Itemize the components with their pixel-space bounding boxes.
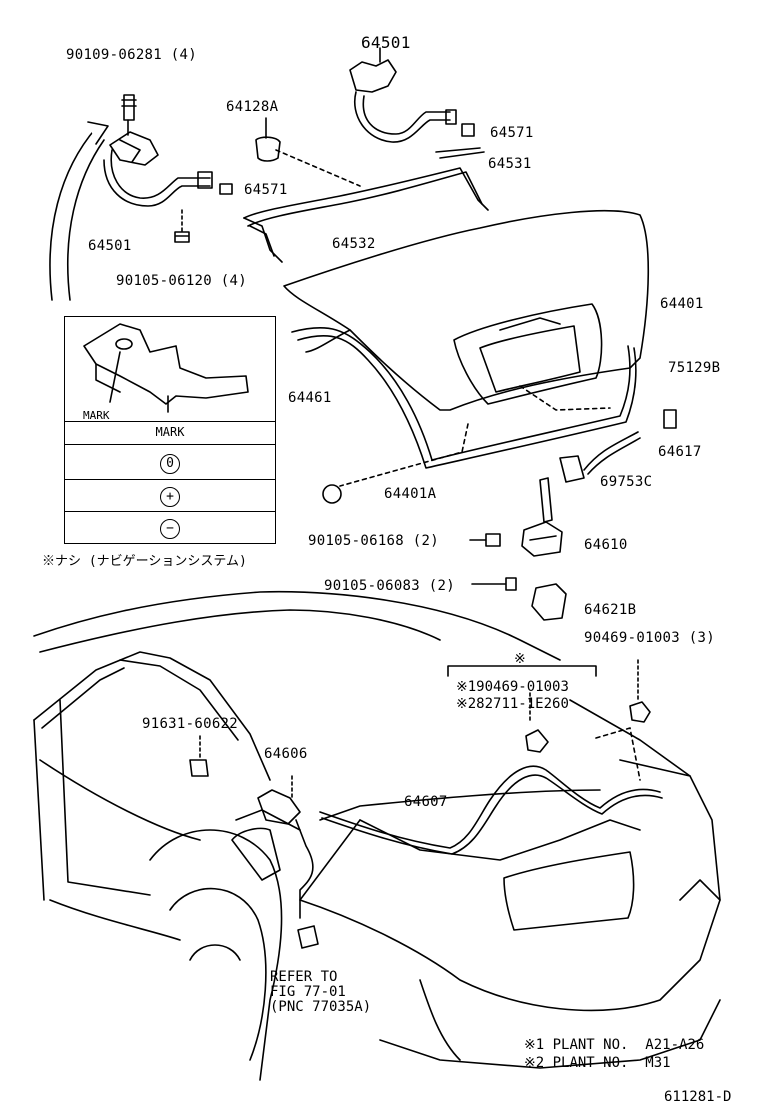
- label-64401: 64401: [660, 296, 704, 312]
- label-64571-right: 64571: [490, 125, 534, 141]
- mark-inset: MARK MARK 0 + −: [64, 316, 276, 544]
- release-cable: [319, 659, 663, 855]
- hinge-left-shape: [103, 94, 213, 207]
- luggage-lid: [283, 209, 650, 411]
- clip-91631: [189, 735, 209, 777]
- label-90109-06281: 90109-06281 (4): [66, 47, 197, 63]
- label-75129B: 75129B: [668, 360, 721, 376]
- label-64610: 64610: [584, 537, 628, 553]
- plug-64401A: [322, 484, 342, 504]
- label-64606: 64606: [264, 746, 308, 762]
- label-90105-06168: 90105-06168 (2): [308, 533, 439, 549]
- note-refer-3: (PNC 77035A): [270, 999, 372, 1015]
- inset-bracket-drawing: [83, 323, 249, 413]
- note-plant-2: ※2 PLANT NO. M31: [524, 1055, 671, 1071]
- label-64531: 64531: [488, 156, 532, 172]
- inset-row-minus: −: [65, 511, 275, 544]
- inset-header: MARK: [65, 421, 275, 444]
- note-nashi: ※ナシ (ナビゲーションシステム): [42, 554, 247, 569]
- opener-64606: [257, 775, 314, 919]
- note-b2: ※282711-1E260: [456, 696, 569, 712]
- label-69753C: 69753C: [600, 474, 653, 490]
- label-64461: 64461: [288, 390, 332, 406]
- inset-mark-label: MARK: [83, 409, 110, 422]
- label-64617: 64617: [658, 444, 702, 460]
- hinge-top-shape: [349, 47, 457, 143]
- direction-arrow: [49, 127, 97, 301]
- note-refer-1: REFER TO: [270, 969, 338, 985]
- note-bracket: [447, 665, 597, 677]
- circle-plus-icon: +: [160, 487, 180, 507]
- label-64607: 64607: [404, 794, 448, 810]
- label-64401A: 64401A: [384, 486, 437, 502]
- lock-parts: [469, 431, 641, 621]
- cushion-75129B: [663, 409, 677, 429]
- clip-64571-left: [219, 183, 233, 195]
- circle-minus-icon: −: [160, 519, 180, 539]
- label-64571-left: 64571: [244, 182, 288, 198]
- car-body: [33, 590, 721, 1081]
- figure-id: 611281-D: [664, 1089, 732, 1105]
- label-90469-01003: 90469-01003 (3): [584, 630, 715, 646]
- label-64621B: 64621B: [584, 602, 637, 618]
- label-91631-60622: 91631-60622: [142, 716, 239, 732]
- label-64532: 64532: [332, 236, 376, 252]
- grommet-64128A: [255, 117, 281, 162]
- note-b1: ※190469-01003: [456, 679, 569, 695]
- bolt-90105: [174, 209, 190, 243]
- label-90105-06083: 90105-06083 (2): [324, 578, 455, 594]
- label-64501-left: 64501: [88, 238, 132, 254]
- label-90105-06120: 90105-06120 (4): [116, 273, 247, 289]
- clip-64571-right: [461, 123, 475, 137]
- torsion-bars: [243, 147, 489, 263]
- note-bracket-mark: ※: [514, 651, 526, 667]
- note-plant-1: ※1 PLANT NO. A21-A26: [524, 1037, 705, 1053]
- circle-zero-icon: 0: [160, 454, 180, 474]
- inset-row-plus: +: [65, 479, 275, 512]
- label-64128A: 64128A: [226, 99, 279, 115]
- inset-row-0: 0: [65, 444, 275, 479]
- weatherstrip: [291, 326, 637, 469]
- note-refer-2: FIG 77-01: [270, 984, 346, 1000]
- cap-77035A: [297, 925, 319, 949]
- label-64501-top: 64501: [361, 33, 411, 52]
